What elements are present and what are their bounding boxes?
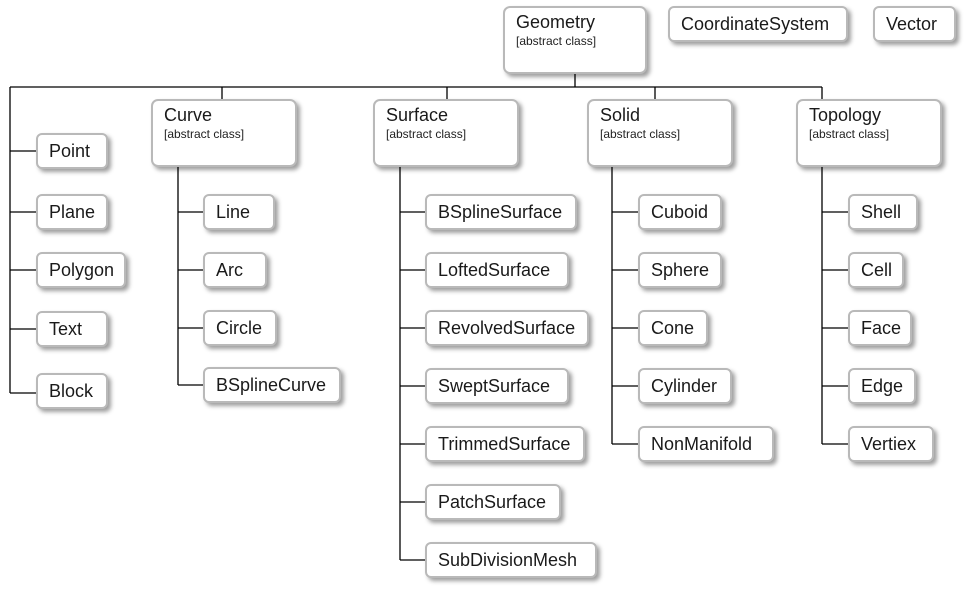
node-title: Geometry bbox=[516, 12, 596, 32]
patchsurface-node: PatchSurface bbox=[425, 484, 561, 520]
sweptsurface-node: SweptSurface bbox=[425, 368, 569, 404]
bsplinesurface-node: BSplineSurface bbox=[425, 194, 577, 230]
node-title: Point bbox=[49, 140, 91, 161]
bsplinecurve-node: BSplineCurve bbox=[203, 367, 341, 403]
node-title: Cuboid bbox=[651, 201, 709, 222]
vector-node: Vector bbox=[873, 6, 956, 42]
node-title: SweptSurface bbox=[438, 375, 551, 396]
node-title: Text bbox=[49, 318, 83, 339]
node-title: Block bbox=[49, 380, 94, 401]
cone-node: Cone bbox=[638, 310, 708, 346]
node-title: RevolvedSurface bbox=[438, 317, 576, 338]
node-title: NonManifold bbox=[651, 433, 753, 454]
polygon-node: Polygon bbox=[36, 252, 126, 288]
shell-node: Shell bbox=[848, 194, 918, 230]
topology-node: Topology [abstract class] bbox=[796, 99, 942, 167]
revolvedsurface-node: RevolvedSurface bbox=[425, 310, 589, 346]
node-subtitle: [abstract class] bbox=[516, 34, 597, 48]
node-title: Vector bbox=[886, 13, 938, 34]
arc-node: Arc bbox=[203, 252, 267, 288]
cuboid-node: Cuboid bbox=[638, 194, 722, 230]
surface-node: Surface [abstract class] bbox=[373, 99, 519, 167]
node-title: Plane bbox=[49, 201, 96, 222]
node-title: Shell bbox=[861, 201, 902, 222]
node-title: SubDivisionMesh bbox=[438, 549, 578, 570]
sphere-node: Sphere bbox=[638, 252, 722, 288]
node-title: Cone bbox=[651, 317, 695, 338]
node-title: Curve bbox=[164, 105, 213, 125]
node-title: Vertiex bbox=[861, 433, 917, 454]
node-title: Circle bbox=[216, 317, 263, 338]
loftedsurface-node: LoftedSurface bbox=[425, 252, 569, 288]
solid-node: Solid [abstract class] bbox=[587, 99, 733, 167]
circle-node: Circle bbox=[203, 310, 277, 346]
node-title: Line bbox=[216, 201, 251, 222]
node-title: BSplineSurface bbox=[438, 201, 563, 222]
node-title: Edge bbox=[861, 375, 904, 396]
coordinatesystem-node: CoordinateSystem bbox=[668, 6, 848, 42]
node-subtitle: [abstract class] bbox=[386, 127, 467, 141]
node-title: Face bbox=[861, 317, 902, 338]
node-title: Cell bbox=[861, 259, 893, 280]
edge-node: Edge bbox=[848, 368, 916, 404]
node-title: LoftedSurface bbox=[438, 259, 551, 280]
vertiex-node: Vertiex bbox=[848, 426, 934, 462]
node-title: Sphere bbox=[651, 259, 710, 280]
subdivisionmesh-node: SubDivisionMesh bbox=[425, 542, 597, 578]
nonmanifold-node: NonManifold bbox=[638, 426, 774, 462]
node-title: BSplineCurve bbox=[216, 374, 327, 395]
node-subtitle: [abstract class] bbox=[809, 127, 890, 141]
node-title: Arc bbox=[216, 259, 243, 280]
line-node: Line bbox=[203, 194, 275, 230]
node-title: Surface bbox=[386, 105, 449, 125]
node-title: TrimmedSurface bbox=[438, 433, 571, 454]
node-title: Cylinder bbox=[651, 375, 718, 396]
text-node: Text bbox=[36, 311, 108, 347]
node-title: Polygon bbox=[49, 259, 115, 280]
geometry-node: Geometry [abstract class] bbox=[503, 6, 647, 74]
curve-node: Curve [abstract class] bbox=[151, 99, 297, 167]
block-node: Block bbox=[36, 373, 108, 409]
trimmedsurface-node: TrimmedSurface bbox=[425, 426, 585, 462]
plane-node: Plane bbox=[36, 194, 108, 230]
node-title: PatchSurface bbox=[438, 491, 547, 512]
node-subtitle: [abstract class] bbox=[600, 127, 681, 141]
node-title: Topology bbox=[809, 105, 882, 125]
node-title: CoordinateSystem bbox=[681, 13, 830, 34]
node-title: Solid bbox=[600, 105, 641, 125]
point-node: Point bbox=[36, 133, 108, 169]
face-node: Face bbox=[848, 310, 912, 346]
cell-node: Cell bbox=[848, 252, 904, 288]
cylinder-node: Cylinder bbox=[638, 368, 732, 404]
node-subtitle: [abstract class] bbox=[164, 127, 245, 141]
